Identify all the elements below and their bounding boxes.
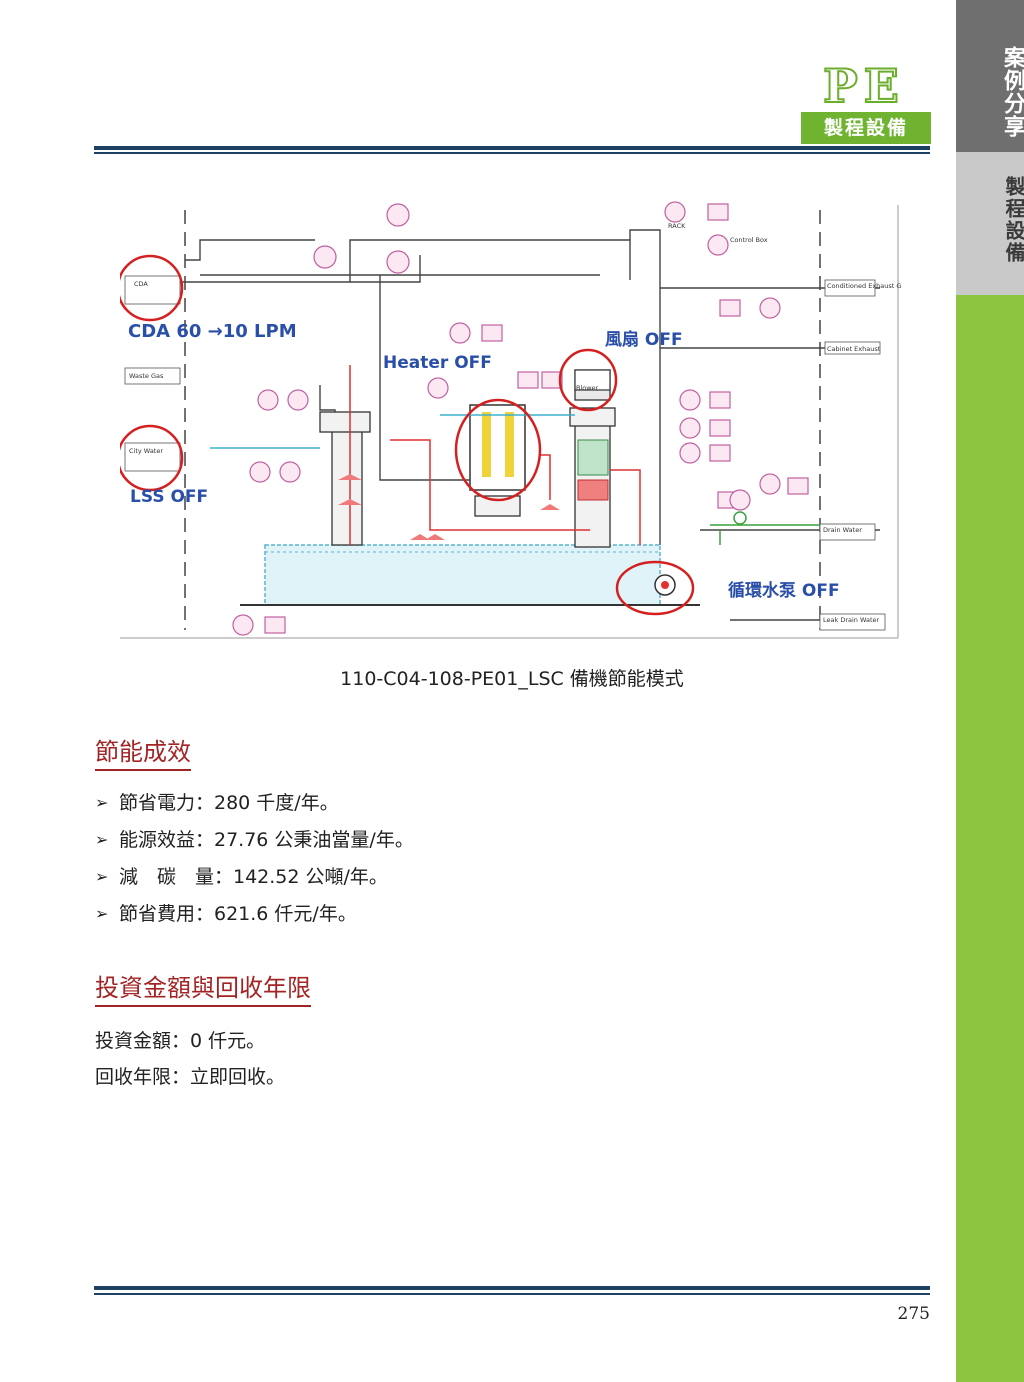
footer-rule [94, 1286, 930, 1290]
annotation-lss: LSS OFF [130, 487, 208, 507]
figure-caption: 110-C04-108-PE01_LSC 備機節能模式 [340, 668, 684, 690]
list-item: ➢節省電力：280 千度/年。 [95, 792, 339, 814]
side-tab-strip [956, 295, 1024, 1382]
side-section-label: 案例分享 [1000, 46, 1024, 138]
list-item: ➢節省費用：621.6 仟元/年。 [95, 903, 357, 925]
results-list: ➢節省電力：280 千度/年。 ➢能源效益：27.76 公秉油當量/年。 ➢減 … [95, 790, 414, 938]
label-leak-drain-water: Leak Drain Water [823, 616, 880, 624]
pe-logo-subtitle: 製程設備 [801, 112, 931, 144]
process-diagram: CDA Waste Gas City Water Conditioned Exh… [120, 200, 902, 640]
label-rack: RACK [668, 222, 686, 230]
investment-amount: 投資金額：0 仟元。 [95, 1030, 266, 1052]
label-cda-box: CDA [134, 280, 148, 288]
annotation-fan: 風扇 OFF [605, 329, 683, 350]
side-tab-section [956, 0, 1024, 152]
arrow-bullet-icon: ➢ [95, 904, 109, 923]
list-item: ➢減 碳 量：142.52 公噸/年。 [95, 866, 388, 888]
footer-rule-thin [94, 1293, 930, 1295]
label-city-water: City Water [129, 447, 163, 455]
annotation-heater: Heater OFF [383, 353, 492, 373]
header-rule [94, 146, 930, 150]
arrow-bullet-icon: ➢ [95, 793, 109, 812]
label-waste-gas: Waste Gas [129, 372, 164, 380]
list-item: ➢能源效益：27.76 公秉油當量/年。 [95, 829, 414, 851]
label-drain-water: Drain Water [823, 526, 862, 534]
annotation-cda: CDA 60 →10 LPM [128, 321, 297, 342]
arrow-bullet-icon: ➢ [95, 867, 109, 886]
investment-payback: 回收年限：立即回收。 [95, 1066, 286, 1088]
investment-heading: 投資金額與回收年限 [95, 968, 311, 1007]
header-rule-thin [94, 152, 930, 154]
annotation-pump: 循環水泵 OFF [728, 580, 840, 601]
label-cabinet-exhaust: Cabinet Exhaust [827, 345, 881, 353]
side-category-label: 製程設備 [1002, 176, 1024, 264]
pe-logo: PE [822, 59, 905, 113]
results-heading: 節能成效 [95, 732, 191, 771]
label-conditioned-exhaust: Conditioned Exhaust Gas [827, 282, 902, 290]
label-blower: Blower [576, 384, 599, 392]
page-number: 275 [897, 1304, 930, 1324]
label-control-box: Control Box [730, 236, 768, 244]
side-tab-category [956, 152, 1024, 295]
arrow-bullet-icon: ➢ [95, 830, 109, 849]
